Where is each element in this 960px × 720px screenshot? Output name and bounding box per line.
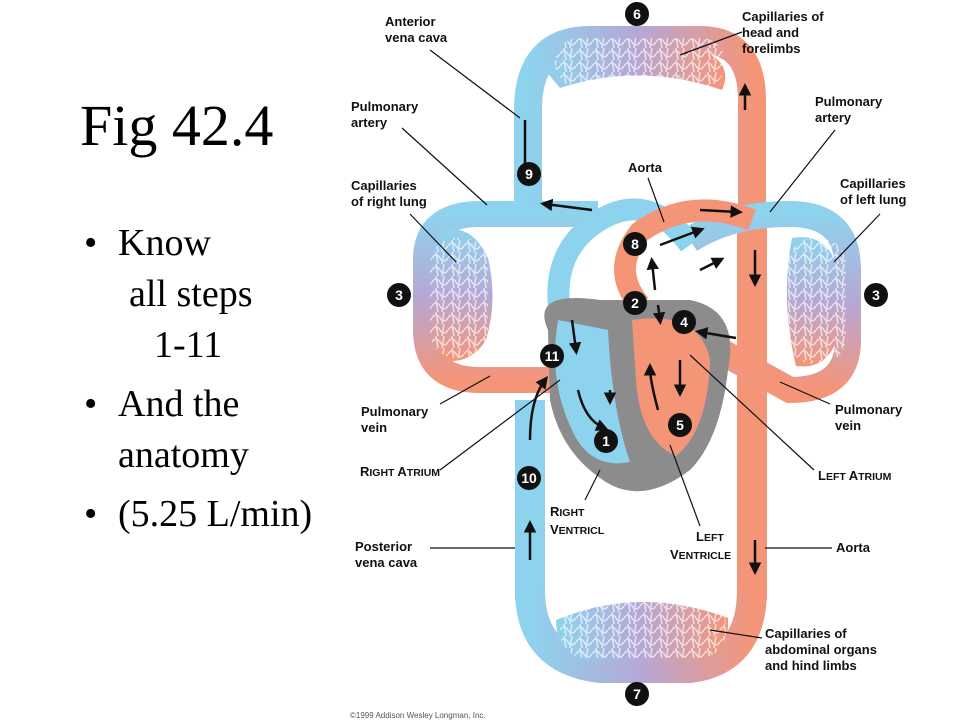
bullet-line: all steps [129,273,253,315]
bullet-know-steps: Know all steps 1-11 [78,218,358,371]
step-badge-9: 9 [517,162,541,186]
label-left-atrium: LEFT ATRIUM [818,468,892,483]
svg-text:9: 9 [525,166,533,182]
heart [544,298,731,492]
bullet-cardiac-output: (5.25 L/min) [78,489,358,540]
right-lung-circuit [413,201,598,393]
slide-title: Fig 42.4 [80,93,274,158]
svg-text:3: 3 [395,287,403,303]
bullet-line: anatomy [118,434,249,476]
step-badge-11: 11 [540,344,564,368]
step-badge-2: 2 [623,291,647,315]
copyright-notice: ©1999 Addison Wesley Longman, Inc. [350,711,486,720]
label-aorta-bottom: Aorta [836,540,871,555]
right-heart-chambers [555,320,630,464]
svg-text:2: 2 [631,295,639,311]
step-badges: 6 9 8 3 3 2 4 11 5 1 10 7 [387,2,888,706]
svg-text:6: 6 [633,6,641,22]
svg-text:7: 7 [633,686,641,702]
bullet-anatomy: And the anatomy [78,379,358,481]
svg-text:11: 11 [545,348,560,364]
bullet-line: (5.25 L/min) [118,493,313,535]
step-badge-1: 1 [594,429,618,453]
bullet-line: 1-11 [154,324,223,366]
flow-arrows [518,83,762,575]
bullet-line: And the [118,383,240,425]
svg-text:10: 10 [521,470,537,486]
svg-text:1: 1 [602,433,610,449]
label-right-atrium: RIGHT ATRIUM [360,464,440,479]
head-forelimb-circuit [514,26,766,234]
step-badge-3-right-lung: 3 [387,283,411,307]
label-aorta-top: Aorta [628,160,663,175]
svg-text:3: 3 [872,287,880,303]
svg-text:5: 5 [676,417,684,433]
svg-text:4: 4 [680,314,688,330]
step-badge-8: 7 [625,682,649,706]
step-badge-6: 8 [623,232,647,256]
svg-text:8: 8 [631,236,639,252]
step-badge-5: 5 [668,413,692,437]
step-badge-7: 6 [625,2,649,26]
step-badge-3-left-lung: 3 [864,283,888,307]
step-badge-10: 10 [517,466,541,490]
leader-lines [401,31,881,639]
aortic-arch [614,199,756,313]
step-badge-4: 4 [672,310,696,334]
abdominal-capillary-bed [515,589,767,683]
bullet-list: Know all steps 1-11 And the anatomy (5.2… [78,218,358,540]
bullet-line: Know [118,222,211,264]
